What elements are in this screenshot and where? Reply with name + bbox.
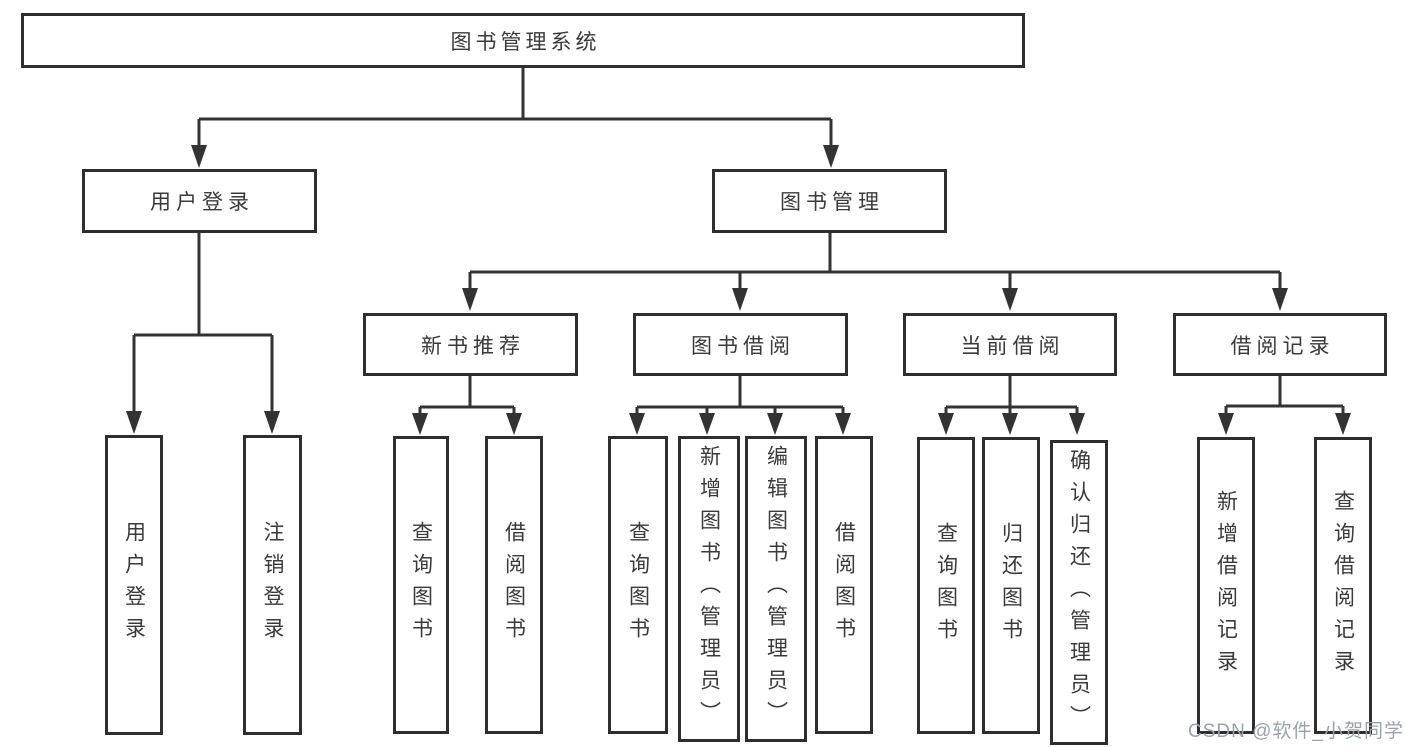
node-label: 查询图书 [409,521,433,649]
leaf-br-add-record: 新增借阅记录 [1197,437,1255,734]
node-current-borrowing: 当前借阅 [903,313,1117,376]
tree-edges [132,68,1345,414]
node-label: 图书借阅 [691,334,795,358]
node-label: 图书管理系统 [450,30,601,54]
node-user-login-branch: 用户登录 [82,169,317,233]
node-label: 查询借阅记录 [1331,489,1355,682]
node-label: 借阅图书 [502,521,526,649]
leaf-bb-add-book-admin: 新增图书（管理员） [678,436,740,742]
node-label: 新增图书（管理员） [697,445,721,733]
node-label: 查询图书 [626,521,650,649]
leaf-nbr-borrow-book: 借阅图书 [485,436,543,734]
node-book-management-branch: 图书管理 [712,169,947,233]
leaf-cb-query-book: 查询图书 [917,437,975,734]
node-label: 新增借阅记录 [1214,489,1238,682]
arrowheads [126,145,1351,435]
leaf-cb-return-book: 归还图书 [982,437,1040,734]
leaf-bb-borrow-book: 借阅图书 [815,436,873,734]
node-label: 图书管理 [780,191,884,214]
node-label: 当前借阅 [960,334,1065,358]
node-label: 借阅图书 [832,521,856,649]
node-library-management-system: 图书管理系统 [21,13,1025,68]
leaf-br-query-record: 查询借阅记录 [1314,437,1372,734]
node-label: 查询图书 [934,521,958,650]
node-label: 用户登录 [122,521,146,649]
node-label: 新书推荐 [421,334,525,358]
node-label: 确认归还（管理员） [1067,448,1091,737]
leaf-cb-confirm-return-admin: 确认归还（管理员） [1050,440,1108,745]
watermark: CSDN @软件_小贺同学 [1188,721,1404,742]
leaf-bb-edit-book-admin: 编辑图书（管理员） [745,436,807,742]
node-label: 借阅记录 [1230,334,1335,358]
leaf-user-login: 用户登录 [105,435,163,735]
leaf-bb-query-book: 查询图书 [608,436,668,734]
node-label: 编辑图书（管理员） [764,445,788,733]
node-new-book-recommend: 新书推荐 [363,313,578,376]
node-borrowing-records: 借阅记录 [1173,313,1387,376]
node-book-borrowing: 图书借阅 [633,313,848,376]
node-label: 注销登录 [261,521,284,649]
leaf-nbr-query-book: 查询图书 [393,436,449,734]
leaf-logout: 注销登录 [243,435,302,735]
node-label: 归还图书 [999,521,1023,650]
node-label: 用户登录 [150,191,254,214]
